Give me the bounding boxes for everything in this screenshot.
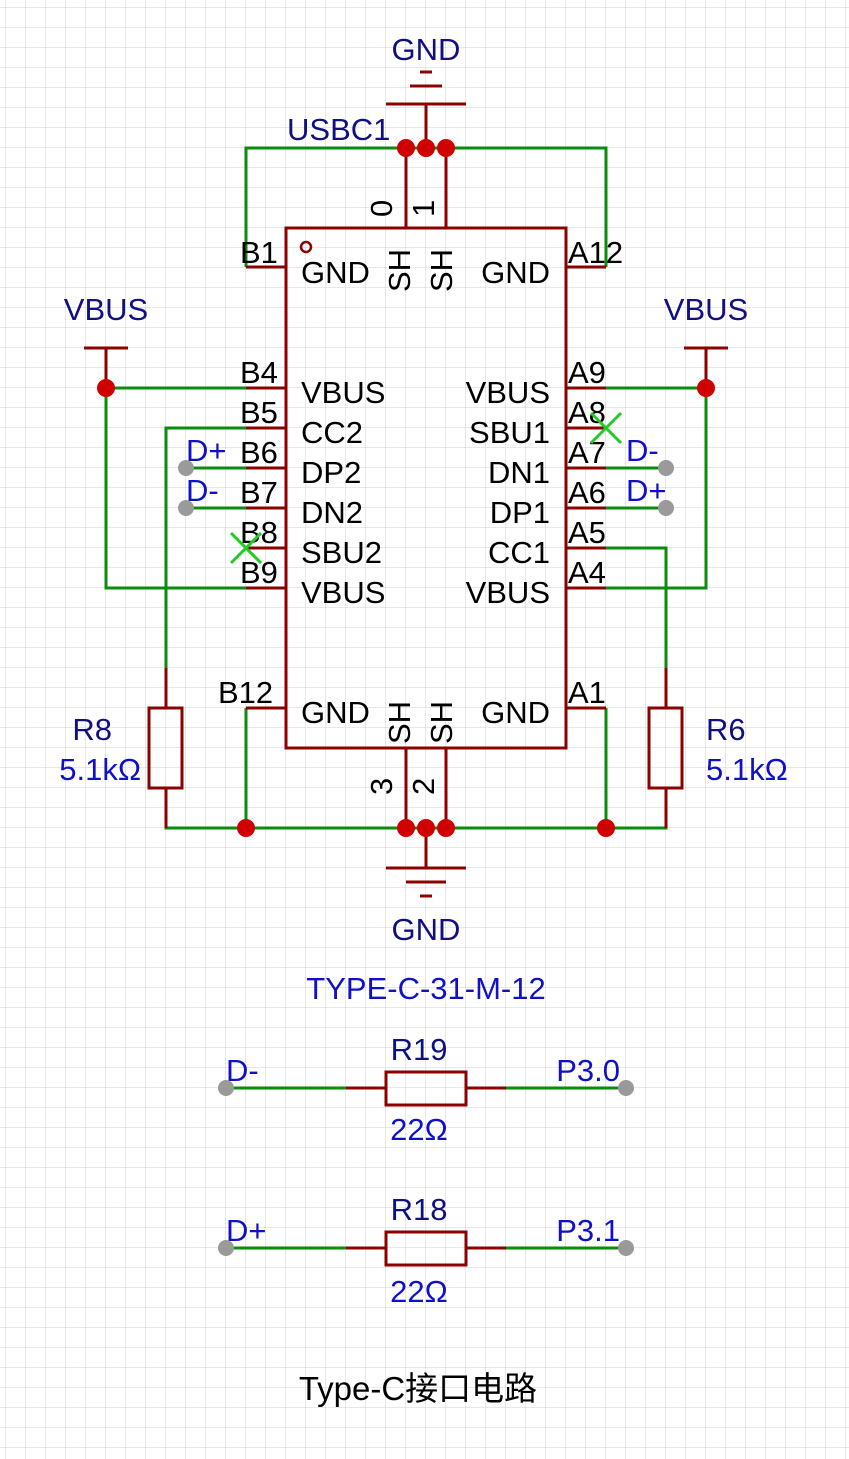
net-label-r18-right: P3.1 [556, 1213, 620, 1248]
usbc-connector[interactable]: USBC1 B1 B4 B5 B6 B7 B8 B9 B12 GND [218, 112, 623, 1006]
resistor-r6[interactable]: R6 5.1kΩ [647, 668, 788, 828]
pin-number-a7: A7 [568, 435, 606, 470]
pin-number-b7: B7 [240, 475, 278, 510]
junctions [97, 139, 715, 837]
sheet-title: Type-C接口电路 [299, 1370, 537, 1407]
net-port-b7 [178, 500, 194, 516]
no-connect-a8 [589, 411, 623, 445]
resistor-r18[interactable]: R18 22Ω [346, 1192, 506, 1309]
junction [97, 379, 115, 397]
net-label-b6-dplus: D+ [186, 433, 227, 468]
net-ports [178, 460, 674, 1256]
pin-number-a9: A9 [568, 355, 606, 390]
pin-number-a6: A6 [568, 475, 606, 510]
pin-name-b7: DN2 [301, 495, 363, 530]
r19-value: 22Ω [390, 1112, 448, 1147]
pin-number-a12: A12 [568, 235, 623, 270]
gnd-label-top: GND [392, 32, 461, 67]
net-label-a6-dplus: D+ [626, 473, 667, 508]
pin-name-sh1: SH [424, 249, 459, 292]
junction [237, 819, 255, 837]
net-port-r19-left [218, 1080, 234, 1096]
pin-name-b1: GND [301, 255, 370, 290]
net-label-a7-dminus: D- [626, 433, 659, 468]
pin-name-a6: DP1 [490, 495, 550, 530]
r8-designator: R8 [72, 712, 112, 747]
net-port-r19-right [618, 1080, 634, 1096]
pin-name-b4: VBUS [301, 375, 385, 410]
pin-number-a4: A4 [568, 555, 606, 590]
pin-name-sh3: SH [382, 701, 417, 744]
pin-number-b6: B6 [240, 435, 278, 470]
connector-designator: USBC1 [287, 112, 390, 147]
pin-number-sh0: 0 [364, 200, 399, 217]
pin-name-b12: GND [301, 695, 370, 730]
pin-number-sh3: 3 [364, 778, 399, 795]
r8-value: 5.1kΩ [59, 752, 141, 787]
pin-number-sh2: 2 [406, 778, 441, 795]
pin-name-a5: CC1 [488, 535, 550, 570]
pin-name-a12: GND [481, 255, 550, 290]
gnd-label-bottom: GND [392, 912, 461, 947]
junction [397, 819, 415, 837]
net-port-a6 [658, 500, 674, 516]
pin-number-a5: A5 [568, 515, 606, 550]
pin-number-a8: A8 [568, 395, 606, 430]
connector-body [284, 226, 568, 750]
pin-name-sh0: SH [382, 249, 417, 292]
junction [697, 379, 715, 397]
r6-designator: R6 [706, 712, 746, 747]
junction [417, 139, 435, 157]
net-port-r18-left [218, 1240, 234, 1256]
pin-name-a1: GND [481, 695, 550, 730]
net-label-r18-left: D+ [226, 1213, 267, 1248]
net-port-r18-right [618, 1240, 634, 1256]
pin-number-a1: A1 [568, 675, 606, 710]
pin-number-b8: B8 [240, 515, 278, 550]
no-connect-b8 [229, 531, 263, 565]
pin-number-sh1: 1 [406, 200, 441, 217]
pin-name-b8: SBU2 [301, 535, 382, 570]
net-port-a7 [658, 460, 674, 476]
resistor-r8[interactable]: R8 5.1kΩ [59, 668, 184, 828]
pin-name-sh2: SH [424, 701, 459, 744]
pin-name-a4: VBUS [466, 575, 550, 610]
vbus-symbol-left[interactable]: VBUS [64, 292, 148, 388]
pin1-marker [299, 240, 313, 254]
net-label-r19-right: P3.0 [556, 1053, 620, 1088]
pin-name-b5: CC2 [301, 415, 363, 450]
net-port-b6 [178, 460, 194, 476]
pin-number-b12: B12 [218, 675, 273, 710]
resistor-r19[interactable]: R19 22Ω [346, 1032, 506, 1147]
gnd-symbol-top[interactable]: GND [386, 32, 466, 148]
vbus-label-right: VBUS [664, 292, 748, 327]
junction [417, 819, 435, 837]
junction [437, 819, 455, 837]
junction [437, 139, 455, 157]
pin-name-a9: VBUS [466, 375, 550, 410]
r19-designator: R19 [391, 1032, 448, 1067]
pin-number-b4: B4 [240, 355, 278, 390]
junction [597, 819, 615, 837]
vbus-symbol-right[interactable]: VBUS [664, 292, 748, 388]
junction [397, 139, 415, 157]
pin-name-b9: VBUS [301, 575, 385, 610]
connector-part-number: TYPE-C-31-M-12 [306, 971, 545, 1006]
r18-designator: R18 [391, 1192, 448, 1227]
pin-name-b6: DP2 [301, 455, 361, 490]
pin-number-b1: B1 [240, 235, 278, 270]
r6-value: 5.1kΩ [706, 752, 788, 787]
r18-value: 22Ω [390, 1274, 448, 1309]
pin-number-b5: B5 [240, 395, 278, 430]
pin-name-a8: SBU1 [469, 415, 550, 450]
vbus-label-left: VBUS [64, 292, 148, 327]
pin-name-a7: DN1 [488, 455, 550, 490]
